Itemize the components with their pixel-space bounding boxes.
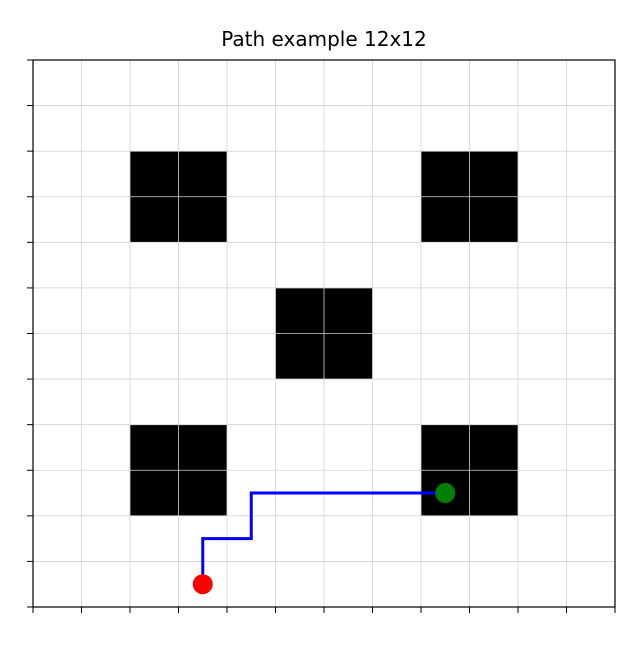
plot-area [27, 59, 616, 613]
start-marker [192, 574, 213, 595]
path-line [201, 491, 446, 585]
chart-title: Path example 12x12 [221, 27, 426, 51]
goal-marker [435, 483, 456, 504]
